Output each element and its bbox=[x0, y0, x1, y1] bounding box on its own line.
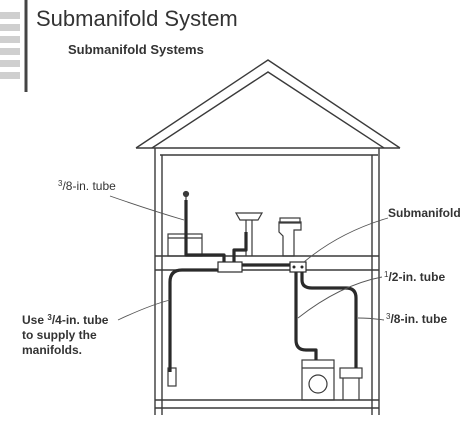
pedestal-sink-icon bbox=[234, 212, 264, 221]
tab-bar bbox=[0, 60, 20, 67]
page-title: Submanifold System bbox=[36, 6, 238, 31]
header-decoration bbox=[0, 0, 28, 92]
label-half-inch-tube: 1/2-in. tube bbox=[384, 270, 445, 284]
three-eighths-bottom-tube bbox=[300, 272, 358, 368]
tab-bar bbox=[0, 36, 20, 43]
tab-bar bbox=[0, 48, 20, 55]
sink-tube bbox=[232, 232, 248, 265]
leader-submanifold bbox=[303, 217, 389, 263]
tab-bar bbox=[0, 72, 20, 79]
main-manifold bbox=[217, 261, 243, 273]
diagram-title: Submanifold Systems bbox=[68, 42, 204, 57]
label-use-line1: Use 3/4-in. tube bbox=[22, 313, 109, 327]
fixtures bbox=[167, 190, 363, 401]
label-use-line3: manifolds. bbox=[22, 343, 82, 357]
leader-lines bbox=[109, 195, 389, 321]
utility-sink-icon bbox=[339, 367, 363, 379]
tub-riser-tube bbox=[184, 200, 226, 265]
leader-three-eighths-top bbox=[109, 195, 185, 221]
three-quarter-supply-tube bbox=[168, 268, 225, 372]
leader-half-inch bbox=[297, 276, 383, 319]
half-inch-tube bbox=[294, 272, 318, 360]
submanifold-block bbox=[289, 261, 307, 273]
labels: 3/8-in. tube Submanifold 1/2-in. tube Us… bbox=[22, 179, 461, 357]
manifolds bbox=[217, 261, 307, 273]
tab-bar bbox=[0, 12, 20, 19]
label-three-eighths-bottom: 3/8-in. tube bbox=[386, 312, 447, 326]
leader-three-eighths-bottom bbox=[357, 317, 385, 321]
label-submanifold: Submanifold bbox=[388, 206, 461, 220]
label-three-eighths-top: 3/8-in. tube bbox=[58, 179, 116, 193]
main-supply-icon bbox=[167, 367, 177, 387]
washing-machine-icon bbox=[301, 359, 335, 401]
roof-inner bbox=[151, 71, 385, 149]
leader-use-three-quarter bbox=[117, 299, 171, 321]
label-use-line2: to supply the bbox=[22, 328, 97, 342]
roof-outer bbox=[135, 59, 401, 149]
tab-bar bbox=[0, 24, 20, 31]
toilet-icon bbox=[278, 221, 302, 257]
tubing bbox=[168, 200, 358, 372]
